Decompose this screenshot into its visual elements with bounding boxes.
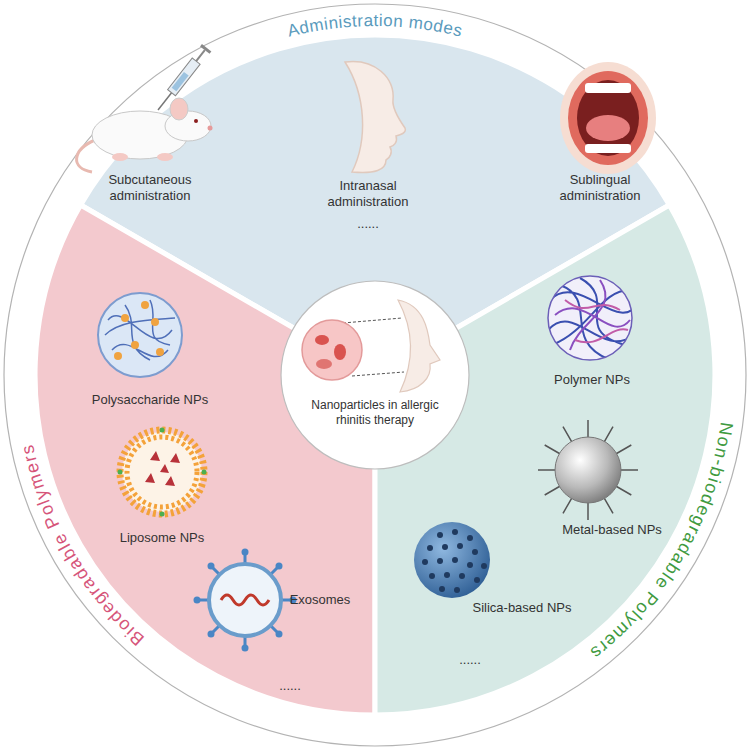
ellipsis-label: ...... xyxy=(440,652,500,668)
item-caption: Subcutaneous administration xyxy=(88,172,212,204)
item-caption: Sublingual administration xyxy=(538,172,662,204)
mouse-icon-part-part xyxy=(172,72,189,91)
center-label: Nanoparticles in allergic rhinitis thera… xyxy=(300,398,450,428)
center-circle-fill xyxy=(281,281,469,469)
item-caption: Metal-based NPs xyxy=(557,522,667,538)
item-caption: Liposome NPs xyxy=(102,530,222,546)
center-circle: Nanoparticles in allergic rhinitis thera… xyxy=(280,280,470,470)
item-caption: Exosomes xyxy=(287,592,353,608)
biodegradable-sector-fill xyxy=(35,205,375,715)
item-caption: Intranasal administration xyxy=(302,178,434,210)
outer-circle xyxy=(4,4,746,746)
mouse-icon-part-part xyxy=(196,50,205,61)
sector-title: Non-biodegradable Polymers xyxy=(586,421,737,664)
non-biodegradable-sector-fill xyxy=(375,205,715,715)
open-mouth-icon-part xyxy=(585,83,631,93)
item-caption: Silica-based NPs xyxy=(466,600,578,616)
item-caption: Polysaccharide NPs xyxy=(80,392,220,408)
mouse-icon-part xyxy=(77,140,95,172)
sector-title-path: Administration modes xyxy=(286,11,465,41)
center-circle-shape xyxy=(280,280,470,470)
sector-title: Administration modes xyxy=(286,11,465,41)
ellipsis-label: ...... xyxy=(260,678,320,694)
sector-title: Biodegradable Polymers xyxy=(17,442,148,650)
item-caption: Polymer NPs xyxy=(537,372,647,388)
sector-title-path: Biodegradable Polymers xyxy=(17,442,148,650)
ellipsis-label: ...... xyxy=(338,216,398,232)
sector-title-path: Non-biodegradable Polymers xyxy=(586,421,737,664)
mouse-icon-part-part xyxy=(200,44,211,54)
